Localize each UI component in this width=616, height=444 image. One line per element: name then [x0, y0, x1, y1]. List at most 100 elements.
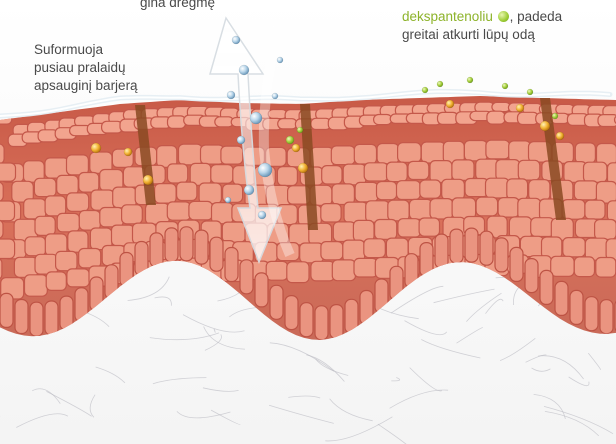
skin-cell: [452, 198, 476, 219]
skin-cell: [486, 140, 510, 159]
dexpanthenol-granule-icon: [502, 83, 508, 89]
skin-cell: [102, 121, 123, 133]
skin-cell: [167, 202, 190, 220]
right-caption-line-2: greitai atkurti lūpų odą: [402, 26, 616, 44]
water-droplet-icon: [239, 65, 249, 75]
left-caption: Suformuoja pusiau pralaidų apsauginį bar…: [34, 41, 194, 95]
basal-cell: [15, 300, 28, 334]
skin-cell: [332, 184, 354, 205]
skin-cell: [408, 161, 429, 179]
skin-cell: [375, 220, 397, 240]
skin-cell: [35, 254, 58, 274]
skin-cell: [606, 239, 616, 260]
skin-cell: [57, 213, 79, 232]
skin-cell: [364, 163, 388, 181]
left-caption-line-3: apsauginį barjerą: [34, 77, 194, 95]
skin-cell: [476, 197, 498, 216]
skin-cell: [509, 141, 531, 162]
basal-cell: [435, 234, 448, 268]
basal-cell: [510, 247, 523, 281]
skin-cell: [100, 208, 123, 227]
dexpanthenol-granule-icon: [552, 113, 558, 119]
skin-cell: [386, 238, 408, 259]
basal-cell: [270, 285, 283, 319]
basal-cell: [465, 228, 478, 262]
skin-cell: [333, 222, 355, 242]
skin-cell: [595, 220, 616, 240]
basal-cell: [585, 297, 598, 331]
skin-cell: [419, 218, 439, 236]
skin-cell: [354, 258, 378, 277]
basal-cell: [570, 290, 583, 324]
skin-cell: [168, 164, 188, 183]
skin-cell: [496, 160, 520, 181]
skin-cell: [331, 146, 355, 165]
dexpanthenol-granule-icon: [422, 87, 428, 93]
skin-cell: [518, 198, 541, 219]
basal-cell: [195, 230, 208, 264]
skin-cell: [0, 182, 3, 201]
skin-cell: [34, 178, 56, 196]
basal-cell: [165, 228, 178, 262]
skin-cell: [397, 181, 421, 200]
skin-cell: [0, 201, 15, 221]
skin-cell: [168, 116, 186, 128]
skin-cell: [300, 243, 324, 263]
skin-cell: [442, 179, 465, 200]
basal-cell: [555, 281, 568, 315]
skin-cell: [398, 219, 421, 237]
skin-cell: [421, 142, 445, 163]
skin-cell: [486, 178, 510, 198]
skin-cell: [0, 144, 4, 164]
water-droplet-icon: [237, 136, 245, 144]
dexpanthenol-granule-icon: [437, 81, 443, 87]
skin-cell: [487, 111, 505, 124]
dexpanthenol-word: dekspantenoliu: [402, 9, 493, 24]
skin-cell: [322, 166, 342, 184]
dexpanthenol-granule-icon: [143, 175, 153, 185]
water-droplet-icon: [277, 57, 283, 63]
water-droplet-icon: [258, 163, 272, 177]
skin-cell: [584, 162, 607, 182]
water-droplet-icon: [232, 36, 240, 44]
skin-cell: [388, 200, 409, 221]
skin-cell: [575, 143, 595, 163]
skin-cell: [25, 237, 46, 256]
dexpanthenol-granule-icon: [297, 127, 303, 133]
basal-cell: [0, 293, 13, 327]
water-droplet-icon: [225, 197, 231, 203]
basal-cell: [525, 259, 538, 293]
skin-cell: [277, 167, 297, 186]
basal-cell: [495, 238, 508, 272]
basal-cell: [240, 260, 253, 294]
skin-cell: [35, 216, 55, 235]
skin-cell: [355, 182, 378, 201]
dexpanthenol-granule-icon: [91, 143, 101, 153]
skin-cell: [266, 261, 288, 280]
skin-cell: [155, 184, 177, 204]
skin-cell: [0, 239, 15, 259]
skin-cell: [122, 205, 143, 224]
water-droplet-icon: [272, 93, 278, 99]
skin-cell: [0, 163, 16, 181]
skin-cell: [179, 144, 203, 165]
top-caption-fragment: gina drėgmę: [140, 0, 340, 12]
left-caption-line-1: Suformuoja: [34, 41, 194, 59]
skin-cell: [430, 199, 453, 219]
skin-cell: [596, 258, 616, 278]
basal-cell: [285, 296, 298, 330]
skin-cell: [278, 119, 297, 129]
skin-cell: [374, 115, 392, 125]
skin-cell: [189, 201, 213, 220]
skin-cell: [465, 179, 488, 197]
skin-cell: [344, 202, 368, 223]
skin-cell: [464, 141, 487, 161]
dexpanthenol-granule-icon: [498, 11, 509, 22]
basal-cell: [180, 227, 193, 261]
skin-cell: [574, 181, 598, 200]
dexpanthenol-granule-icon: [286, 136, 294, 144]
skin-cell: [211, 165, 233, 184]
skin-cell: [364, 239, 386, 258]
skin-cell: [222, 222, 245, 242]
right-caption: dekspantenoliu , padeda greitai atkurti …: [402, 8, 616, 44]
